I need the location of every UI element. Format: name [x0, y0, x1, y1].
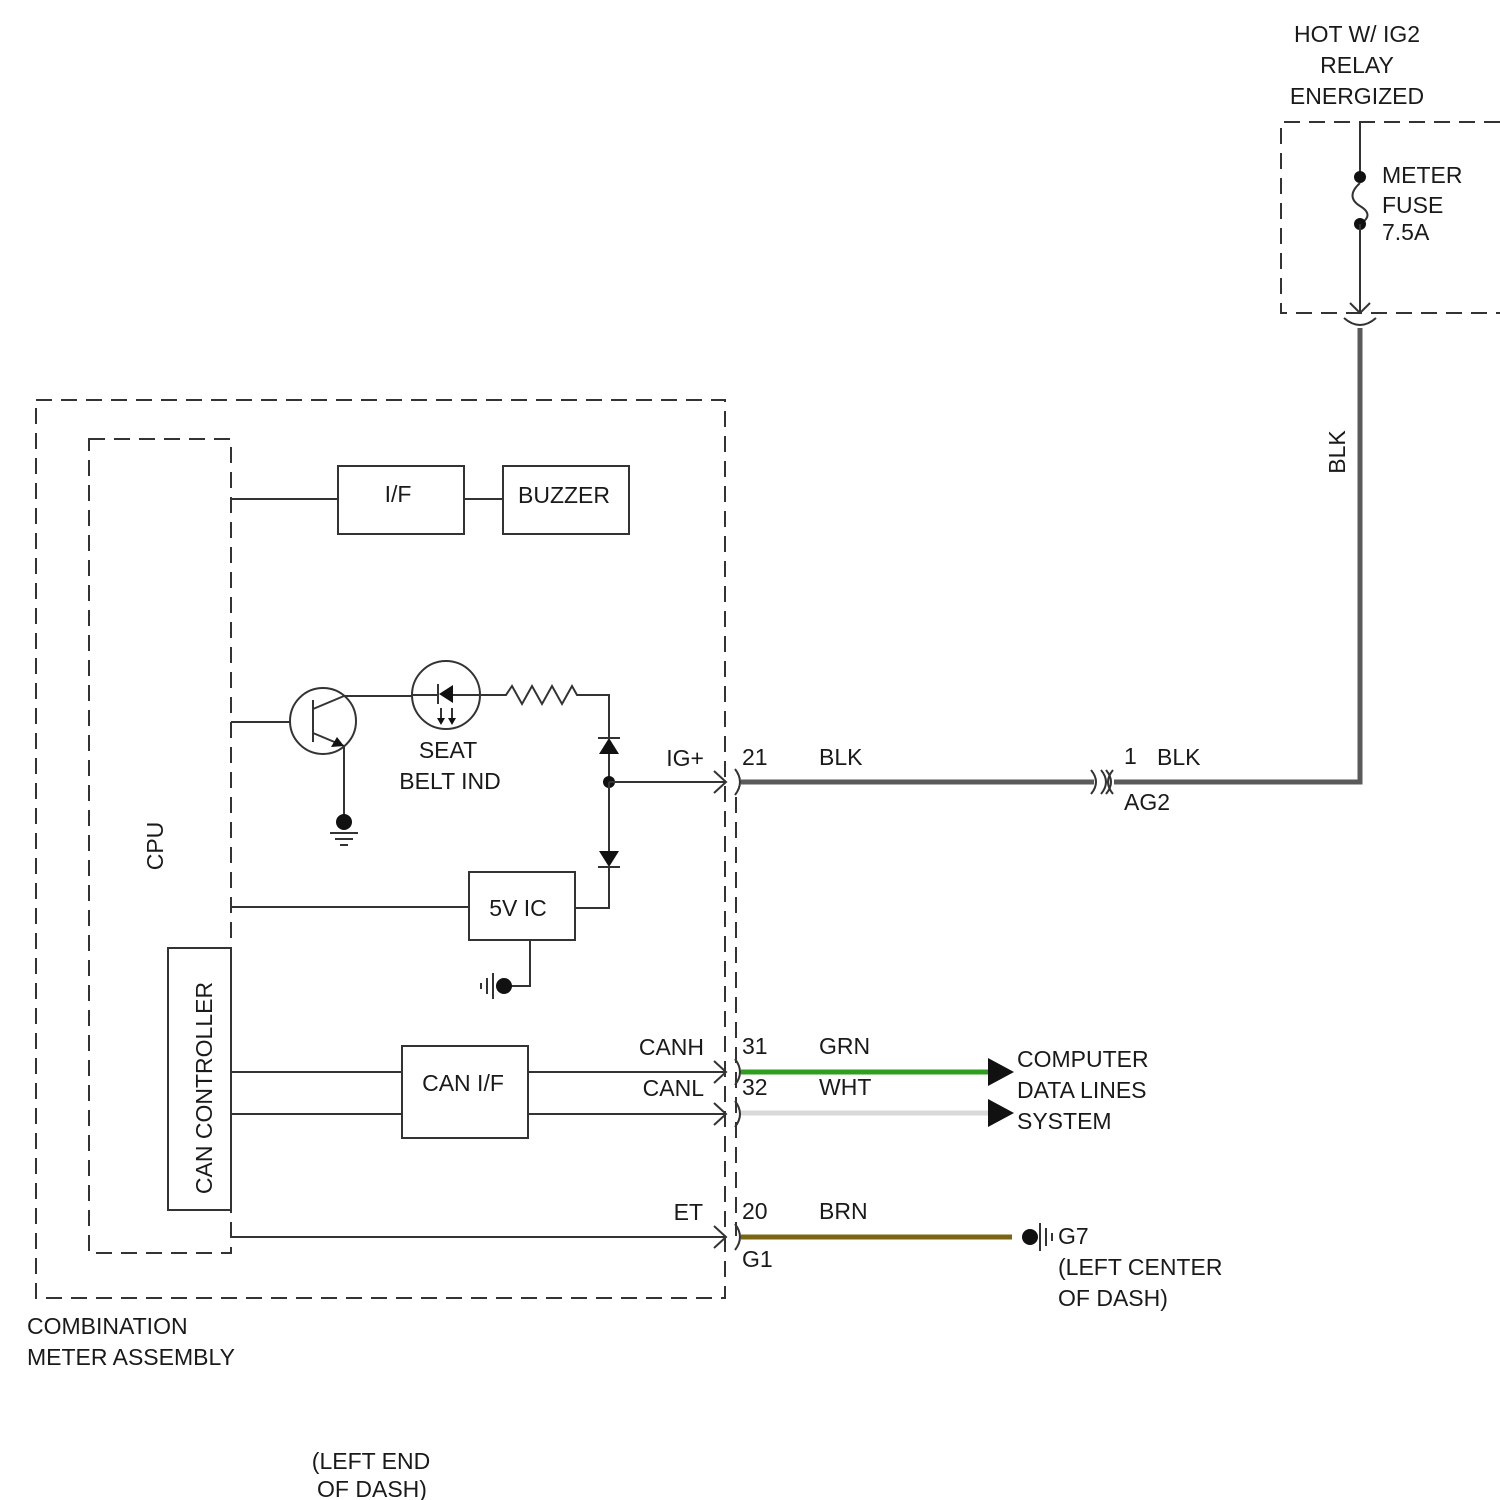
data-lines-label-3: SYSTEM [1017, 1108, 1112, 1134]
fuse-terminal-top [1354, 171, 1366, 183]
igp-pin-number: 21 [742, 744, 768, 770]
buzzer-label: BUZZER [518, 482, 610, 508]
fuse-label-1: METER [1382, 162, 1463, 188]
et-pin-number: 20 [742, 1198, 768, 1224]
inline-connector-female-icon [1106, 770, 1113, 794]
canh-arrow-icon [988, 1058, 1014, 1086]
igp-wire-color: BLK [819, 744, 863, 770]
inline-connector-wire-color: BLK [1157, 744, 1201, 770]
fuse-label-2: FUSE [1382, 192, 1443, 218]
led-ray-arrow-2 [448, 718, 456, 725]
meter-assembly-name-2: METER ASSEMBLY [27, 1344, 235, 1370]
data-lines-label-2: DATA LINES [1017, 1077, 1147, 1103]
vertical-wire-color-label: BLK [1324, 430, 1350, 474]
pin-igp-female-icon [735, 769, 740, 795]
resistor-icon [480, 686, 609, 738]
led-ray-arrow-1 [437, 718, 445, 725]
connector-g1-label: G1 [742, 1246, 773, 1272]
power-source-label-1: HOT W/ IG2 [1294, 21, 1420, 47]
ground-g7-terminal [1022, 1229, 1038, 1245]
et-signal-label: ET [674, 1199, 703, 1225]
igp-signal-label: IG+ [666, 745, 704, 771]
diode-lower-icon [599, 851, 619, 867]
canh-wire-color: GRN [819, 1033, 870, 1059]
canh-pin-number: 31 [742, 1033, 768, 1059]
ground-terminal-ic [496, 978, 512, 994]
canl-signal-label: CANL [643, 1075, 705, 1101]
power-source-label-3: ENERGIZED [1290, 83, 1424, 109]
seat-belt-label-1: SEAT [419, 737, 477, 763]
canh-signal-label: CANH [639, 1034, 704, 1060]
power-source-label-2: RELAY [1320, 52, 1394, 78]
bottom-note-2: OF DASH) [317, 1476, 427, 1500]
ic-5v-label: 5V IC [489, 895, 547, 921]
canl-pin-number: 32 [742, 1074, 768, 1100]
data-lines-label-1: COMPUTER [1017, 1046, 1149, 1072]
et-wire-color: BRN [819, 1198, 868, 1224]
fuse-icon [1353, 183, 1368, 224]
if-label: I/F [385, 481, 412, 507]
fuse-label-3: 7.5A [1382, 219, 1430, 245]
inline-connector-pin: 1 [1124, 743, 1137, 769]
blk-power-wire [1114, 328, 1360, 782]
ground-g7-location-2: OF DASH) [1058, 1285, 1168, 1311]
ground-terminal-transistor [336, 814, 352, 830]
ground-g7-location-1: (LEFT CENTER [1058, 1254, 1222, 1280]
cpu-label: CPU [142, 822, 168, 871]
led-diode-triangle [439, 685, 453, 703]
ground-g7-name: G7 [1058, 1223, 1089, 1249]
transistor-icon [290, 688, 356, 754]
can-controller-label: CAN CONTROLLER [191, 982, 217, 1194]
inline-connector-name: AG2 [1124, 789, 1170, 815]
seat-belt-label-2: BELT IND [399, 768, 500, 794]
bottom-note-1: (LEFT END [312, 1448, 430, 1474]
can-if-label: CAN I/F [422, 1070, 504, 1096]
transistor-collector [313, 696, 344, 709]
canl-wire-color: WHT [819, 1074, 871, 1100]
canl-arrow-icon [988, 1099, 1014, 1127]
fuse-connector-female-icon [1344, 318, 1376, 325]
diode-upper-icon [599, 738, 619, 754]
meter-assembly-name-1: COMBINATION [27, 1313, 188, 1339]
diode-to-ic-wire [575, 867, 609, 908]
